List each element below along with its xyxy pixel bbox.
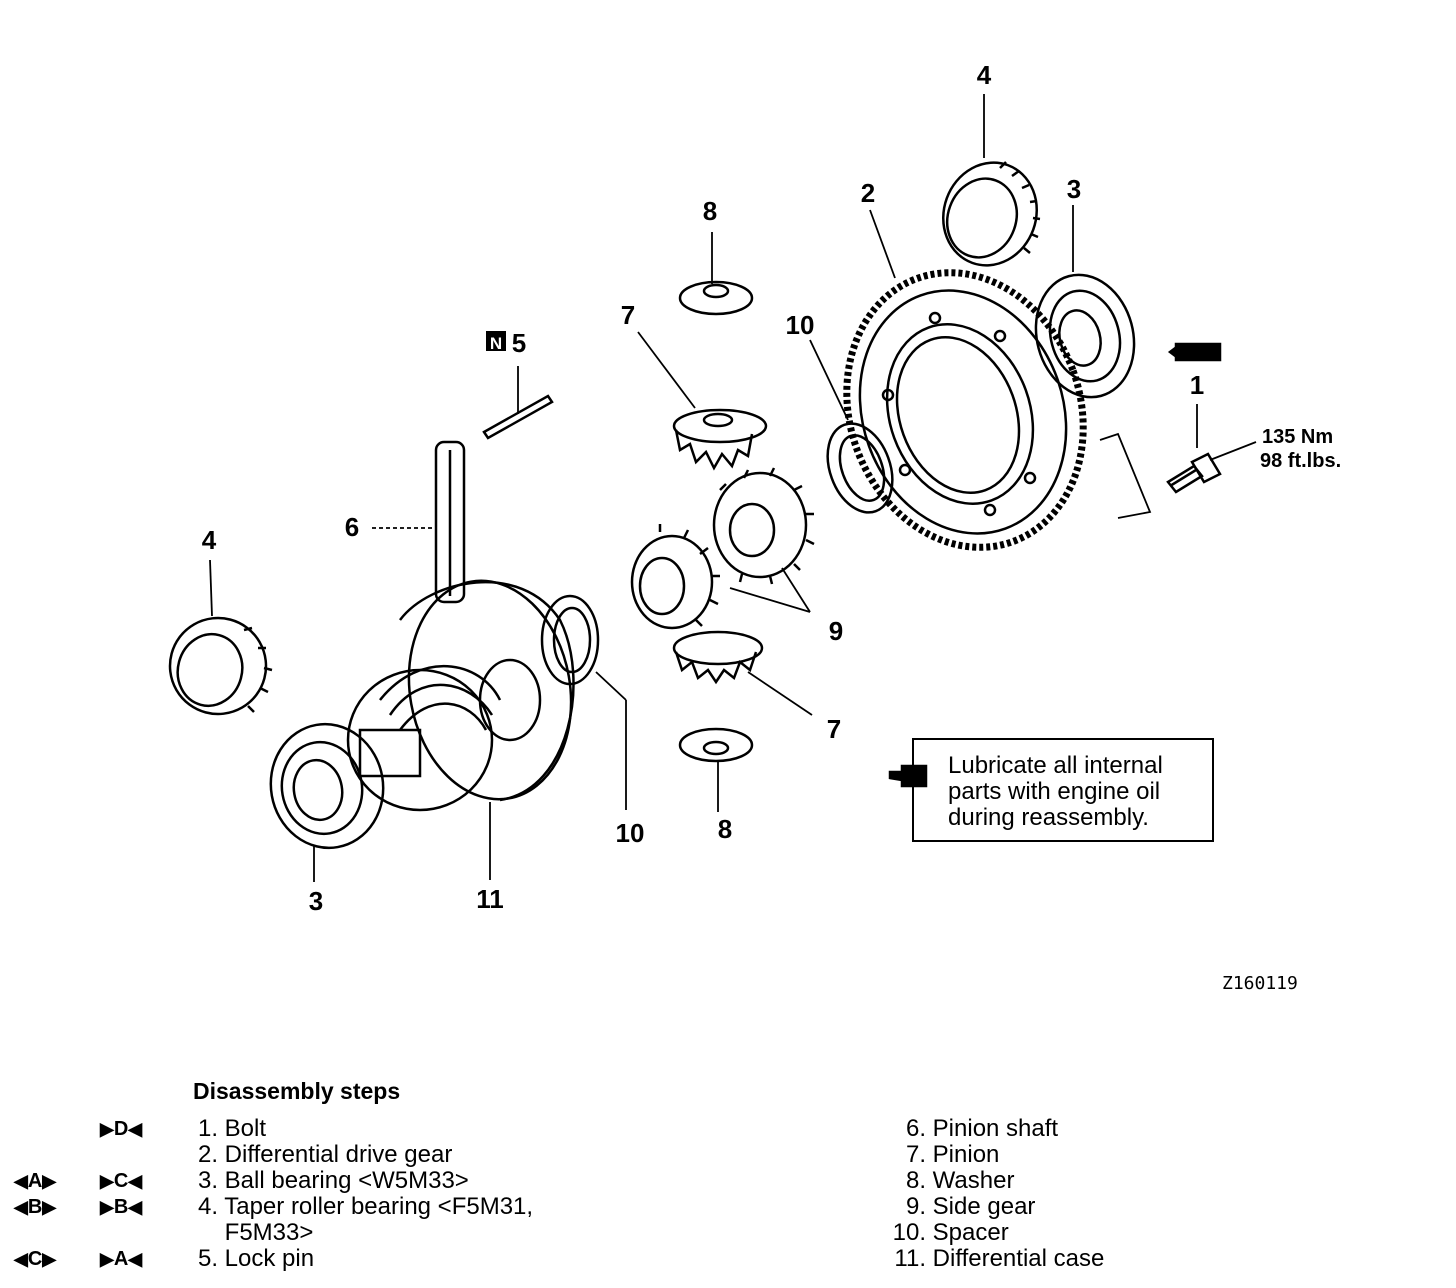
- step-4-continued: F5M33>: [224, 1219, 314, 1246]
- callout-3-top: 3: [1067, 174, 1081, 204]
- taper-roller-bearing-top: [942, 161, 1041, 267]
- figure-id: Z160119: [1222, 973, 1298, 994]
- pinion-bottom: [672, 630, 764, 685]
- step-4: 4. Taper roller bearing <F5M31,: [197, 1193, 534, 1220]
- steps-heading: Disassembly steps: [193, 1078, 401, 1104]
- callout-10-left: 10: [786, 310, 815, 340]
- marker-install-A: ▶A◀: [100, 1248, 143, 1270]
- oil-can-icon: [888, 764, 928, 788]
- torque-ftlbs: 98 ft.lbs.: [1260, 450, 1341, 472]
- step-1: 1. Bolt: [197, 1115, 267, 1142]
- note-line-2: parts with engine oil: [948, 778, 1160, 805]
- marker-install-D: ▶D◀: [100, 1118, 143, 1140]
- step-5: 5. Lock pin: [197, 1245, 315, 1272]
- ball-bearing-left: [269, 722, 385, 850]
- exploded-differential-diagram: 4 3 2 10 8 7 5 6 4 1 9 7 10 8 3 11 N 135…: [168, 60, 1341, 994]
- callout-8-top: 8: [703, 196, 717, 226]
- marker-remove-B: ◀B▶: [14, 1196, 57, 1218]
- note-line-3: during reassembly.: [948, 804, 1149, 831]
- step-7: 7. Pinion: [905, 1141, 1000, 1168]
- callout-6: 6: [345, 512, 359, 542]
- callout-1: 1: [1190, 370, 1204, 400]
- washer-top: [678, 280, 754, 316]
- differential-case: [346, 579, 575, 812]
- marker-remove-A: ◀A▶: [14, 1170, 57, 1192]
- side-gear-upper: [712, 467, 815, 585]
- callout-2: 2: [861, 178, 875, 208]
- callout-7-bottom: 7: [827, 714, 841, 744]
- leader-lines: [209, 94, 1257, 882]
- step-10: 10. Spacer: [892, 1219, 1009, 1246]
- spacer-right: [826, 422, 894, 514]
- callout-5: 5: [512, 328, 526, 358]
- marker-install-C: ▶C◀: [100, 1170, 143, 1192]
- callout-3-bottom: 3: [309, 886, 323, 916]
- callout-9: 9: [829, 616, 843, 646]
- callout-4-left: 4: [202, 525, 217, 555]
- taper-roller-bearing-left: [168, 616, 273, 716]
- bolt: [1166, 452, 1222, 494]
- step-9: 9. Side gear: [905, 1193, 1036, 1220]
- marker-remove-C: ◀C▶: [14, 1248, 57, 1270]
- step-6: 6. Pinion shaft: [905, 1115, 1059, 1142]
- step-3: 3. Ball bearing <W5M33>: [197, 1167, 469, 1194]
- lock-pin: [482, 394, 554, 440]
- torque-wrench-icon: [1167, 342, 1222, 362]
- ball-bearing-right: [1034, 273, 1136, 399]
- washer-bottom: [678, 727, 754, 763]
- note-box: [912, 738, 1214, 842]
- callout-4-top: 4: [977, 60, 992, 90]
- new-part-badge-label: N: [490, 334, 502, 353]
- note-line-1: Lubricate all internal: [948, 752, 1163, 779]
- callout-11: 11: [476, 884, 504, 914]
- new-part-badge: [486, 331, 506, 351]
- differential-drive-gear: [843, 269, 1087, 551]
- callout-8-bottom: 8: [718, 814, 732, 844]
- step-11: 11. Differential case: [894, 1245, 1105, 1272]
- side-gear-lower: [630, 524, 720, 630]
- step-8: 8. Washer: [905, 1167, 1015, 1194]
- pinion-shaft: [434, 440, 466, 604]
- step-2: 2. Differential drive gear: [197, 1141, 453, 1168]
- pinion-top: [672, 408, 768, 471]
- marker-install-B: ▶B◀: [100, 1196, 143, 1218]
- callout-7-top: 7: [621, 300, 635, 330]
- callout-10-bottom: 10: [616, 818, 645, 848]
- torque-nm: 135 Nm: [1262, 426, 1333, 448]
